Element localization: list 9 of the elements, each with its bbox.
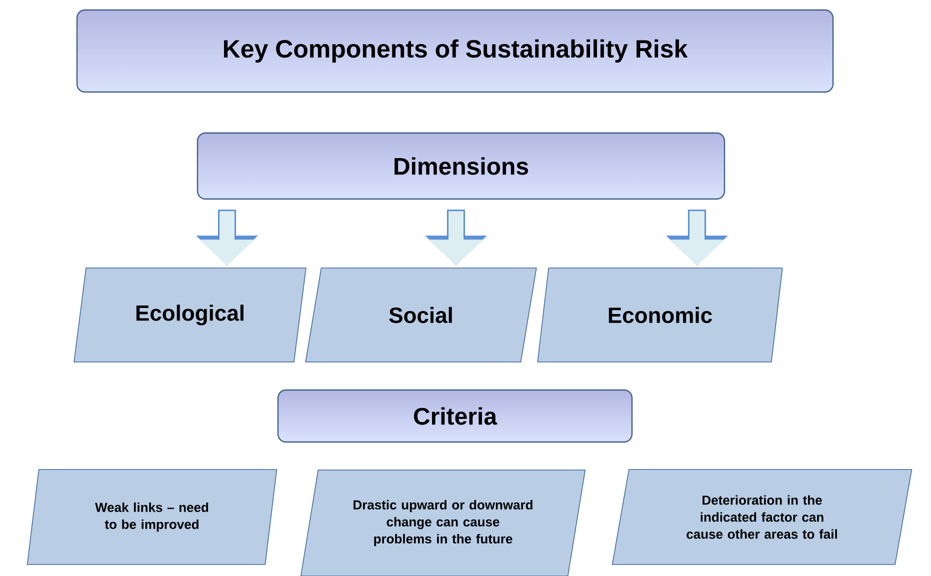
parallelogram-box: Ecological [74,268,306,362]
parallelogram-box: Drastic upward or downward change can cause problems in the future [300,470,586,576]
parallelogram-box: Deterioration in the indicated factor can cause other areas to fail [612,469,912,565]
parallelogram-box: Social [305,268,537,362]
parallelogram-box: Weak links – need to be improved [26,469,278,565]
heading-box: Dimensions [196,132,726,200]
heading-box: Criteria [277,389,633,443]
title-box: Key Components of Sustainability Risk [76,9,834,93]
parallelogram-box: Economic [537,268,783,362]
